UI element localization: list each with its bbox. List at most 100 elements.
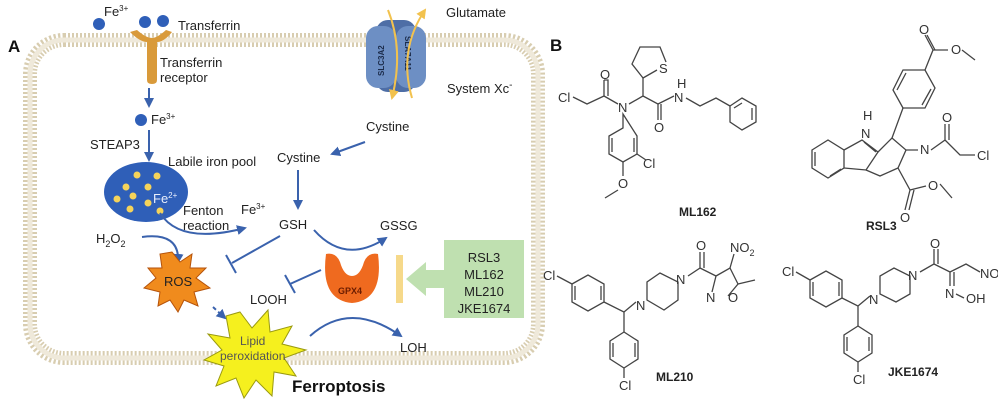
- transferrin-group: Fe3+ Transferrin: [93, 4, 240, 33]
- lipid-peroxidation-label: Lipid: [240, 334, 265, 348]
- svg-text:O: O: [600, 67, 610, 82]
- cystine-membrane-label: Cystine: [366, 119, 409, 134]
- svg-text:Cl: Cl: [853, 372, 865, 387]
- arrow-h2o2-to-ros: [141, 235, 184, 264]
- svg-text:O: O: [930, 236, 940, 251]
- lipid-peroxidation-label-2: peroxidation: [220, 349, 285, 363]
- inhibit-gpx4-looh-line: [289, 269, 322, 285]
- svg-text:O: O: [928, 178, 938, 193]
- transferrin-receptor-label: Transferrin: [160, 55, 222, 70]
- gpx4-enzyme-icon: [325, 253, 379, 303]
- compound-name-ml162: ML162: [679, 205, 717, 219]
- fe3-inside-icon: [135, 114, 147, 126]
- svg-text:O: O: [942, 110, 952, 125]
- gssg-label: GSSG: [380, 218, 418, 233]
- arrow-cystine-in: [330, 141, 366, 156]
- inhibitor-ml162: ML162: [464, 267, 504, 282]
- svg-text:N: N: [706, 290, 715, 305]
- compound-name-ml210: ML210: [656, 370, 694, 384]
- inhibit-bar-ros: [225, 254, 237, 274]
- inhibitor-rsl3: RSL3: [468, 250, 501, 265]
- inhibit-gsh-ros-line: [231, 235, 281, 264]
- svg-text:O: O: [618, 176, 628, 191]
- glutamate-label: Glutamate: [446, 5, 506, 20]
- panel-label-b: B: [550, 36, 562, 55]
- compound-name-jke1674: JKE1674: [888, 365, 938, 379]
- fe3-fenton-label: Fe3+: [241, 202, 266, 217]
- gsh-label: GSH: [279, 217, 307, 232]
- svg-text:N: N: [618, 100, 627, 115]
- svg-text:Cl: Cl: [782, 264, 794, 279]
- svg-text:N: N: [676, 272, 685, 287]
- svg-text:N: N: [674, 90, 683, 105]
- lipid-peroxidation-burst-icon: [202, 308, 308, 400]
- svg-text:Cl: Cl: [619, 378, 631, 393]
- glutamate-export-arrow: [406, 8, 427, 99]
- svg-text:NO2: NO2: [730, 240, 755, 258]
- transferrin-receptor-label-2: receptor: [160, 70, 208, 85]
- ml162-structure: Cl O N O S N H Cl O: [558, 46, 757, 199]
- cystine-import-arrow: [387, 9, 399, 100]
- transferrin-iron-icon: [139, 16, 151, 28]
- transferrin-receptor-icon: [130, 30, 172, 84]
- svg-text:Cl: Cl: [643, 156, 655, 171]
- inhibitor-jke1674: JKE1674: [458, 301, 511, 316]
- ros-label: ROS: [164, 274, 193, 289]
- jke1674-structure: Cl N Cl N O NO2 N OH: [782, 236, 998, 387]
- svg-text:H: H: [677, 76, 686, 91]
- inhibition-bar: [396, 255, 403, 303]
- transferrin-label: Transferrin: [178, 18, 240, 33]
- svg-text:O: O: [951, 42, 961, 57]
- transferrin-iron-icon: [157, 15, 169, 27]
- svg-text:O: O: [900, 210, 910, 225]
- arrow-looh-to-loh: [309, 317, 403, 338]
- fe3-inside-label: Fe3+: [151, 112, 176, 127]
- inhibit-bar-looh: [284, 274, 296, 294]
- svg-text:O: O: [919, 22, 929, 37]
- inhibitor-ml210: ML210: [464, 284, 504, 299]
- svg-text:N: N: [636, 298, 645, 313]
- svg-text:N: N: [861, 126, 870, 141]
- slc3a2-label: SLC3A2: [377, 45, 386, 76]
- arrow-fenton-to-fe3: [159, 212, 247, 235]
- svg-text:Cl: Cl: [977, 148, 989, 163]
- fe3-outside-label: Fe3+: [104, 4, 129, 19]
- svg-text:Cl: Cl: [543, 268, 555, 283]
- looh-label: LOOH: [250, 292, 287, 307]
- svg-text:N: N: [908, 268, 917, 283]
- svg-text:N: N: [869, 292, 878, 307]
- h2o2-label: H2O2: [96, 231, 126, 249]
- system-xc-label: System Xc-: [447, 80, 512, 96]
- fenton-label-2: reaction: [183, 218, 229, 233]
- labile-iron-pool-label: Labile iron pool: [168, 154, 256, 169]
- inhibitor-box: [444, 240, 524, 318]
- fenton-label: Fenton: [183, 203, 223, 218]
- svg-text:O: O: [654, 120, 664, 135]
- arrow-ros-to-lipid: [212, 306, 227, 320]
- fe3-ion-icon: [93, 18, 105, 30]
- inhibitor-arrow: [406, 262, 444, 296]
- svg-text:O: O: [728, 290, 738, 305]
- svg-text:H: H: [863, 108, 872, 123]
- system-xc-transporter-icon: [366, 20, 426, 92]
- svg-text:N: N: [920, 142, 929, 157]
- ferroptosis-label: Ferroptosis: [292, 377, 386, 396]
- steap3-label: STEAP3: [90, 137, 140, 152]
- cystine-inner-label: Cystine: [277, 150, 320, 165]
- fe2-label: Fe2+: [153, 191, 178, 206]
- rsl3-structure: N H N O O O Cl O O: [811, 22, 989, 225]
- panel-label-a: A: [8, 37, 20, 56]
- svg-text:NO2: NO2: [980, 266, 998, 284]
- svg-text:O: O: [696, 238, 706, 253]
- gpx4-label: GPX4: [338, 286, 362, 296]
- loh-label: LOH: [400, 340, 427, 355]
- svg-text:OH: OH: [966, 291, 986, 306]
- labile-iron-pool-icon: [104, 162, 188, 222]
- ml210-structure: Cl N Cl N O N O NO2: [543, 238, 756, 393]
- svg-text:S: S: [659, 61, 668, 76]
- arrow-gsh-to-gssg: [313, 229, 388, 251]
- ros-burst-icon: [142, 251, 212, 313]
- svg-text:Cl: Cl: [558, 90, 570, 105]
- compound-name-rsl3: RSL3: [866, 219, 897, 233]
